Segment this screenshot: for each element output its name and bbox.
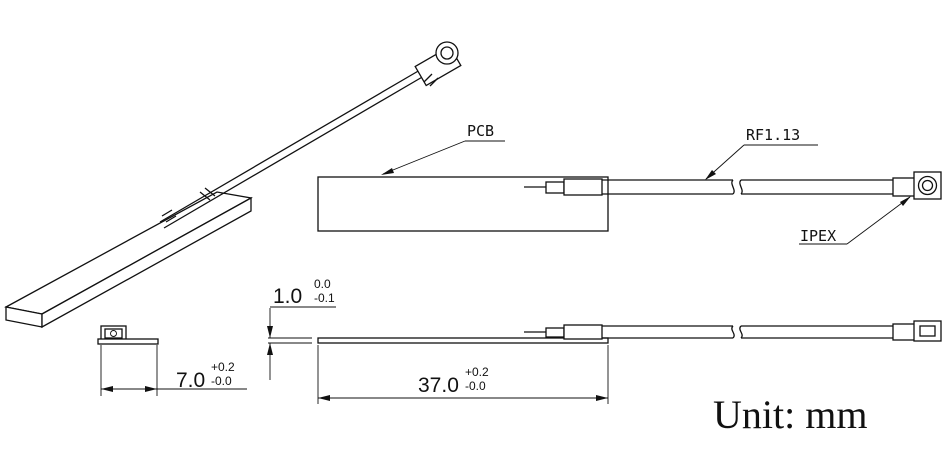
side-cable-b <box>741 325 893 339</box>
top-view <box>317 171 942 232</box>
iso-cable-jacket-end <box>199 187 216 201</box>
thickness-tol-lower: -0.1 <box>314 291 335 305</box>
length-dimension: 37.0 +0.2 -0.0 <box>317 345 609 404</box>
pcb-label: PCB <box>467 122 494 140</box>
width-tol-upper: +0.2 <box>211 360 235 374</box>
ipex-callout: IPEX <box>799 196 911 245</box>
side-cable-break <box>731 325 743 339</box>
top-cable-break <box>731 179 743 195</box>
length-nominal: 37.0 <box>418 374 459 397</box>
side-shield <box>563 324 603 340</box>
side-pcb <box>317 337 609 344</box>
unit-note: Unit: mm <box>713 392 867 437</box>
cable-label: RF1.13 <box>746 126 800 144</box>
length-tol-upper: +0.2 <box>465 365 489 379</box>
side-cable-a <box>602 325 733 339</box>
top-cable-b <box>741 179 893 195</box>
width-dimension: 7.0 +0.2 -0.0 <box>100 345 247 396</box>
iso-cable-upper <box>159 69 421 223</box>
thickness-dimension: 1.0 0.0 -0.1 <box>267 277 336 380</box>
width-tol-lower: -0.0 <box>211 374 232 388</box>
iso-cable-lower <box>163 75 425 229</box>
isometric-view <box>4 41 462 329</box>
top-shield <box>563 178 603 196</box>
width-nominal: 7.0 <box>176 369 205 392</box>
thickness-tol-upper: 0.0 <box>314 277 331 291</box>
top-inner-conductor <box>545 181 565 194</box>
pcb-callout: PCB <box>381 122 505 175</box>
top-cable-a <box>602 179 733 195</box>
length-tol-lower: -0.0 <box>465 379 486 393</box>
cable-callout: RF1.13 <box>705 126 818 180</box>
iso-pcb-top <box>4 191 253 315</box>
iso-ipex-connector <box>414 41 462 87</box>
thickness-nominal: 1.0 <box>273 285 302 308</box>
top-ipex-connector <box>892 171 942 200</box>
side-ipex-connector <box>892 320 942 342</box>
iso-pcb-side <box>41 196 252 329</box>
side-view <box>317 320 942 344</box>
end-view-connector <box>97 325 159 345</box>
ipex-label: IPEX <box>800 227 836 245</box>
iso-cable-strip <box>161 209 177 223</box>
side-inner-conductor <box>545 327 565 338</box>
